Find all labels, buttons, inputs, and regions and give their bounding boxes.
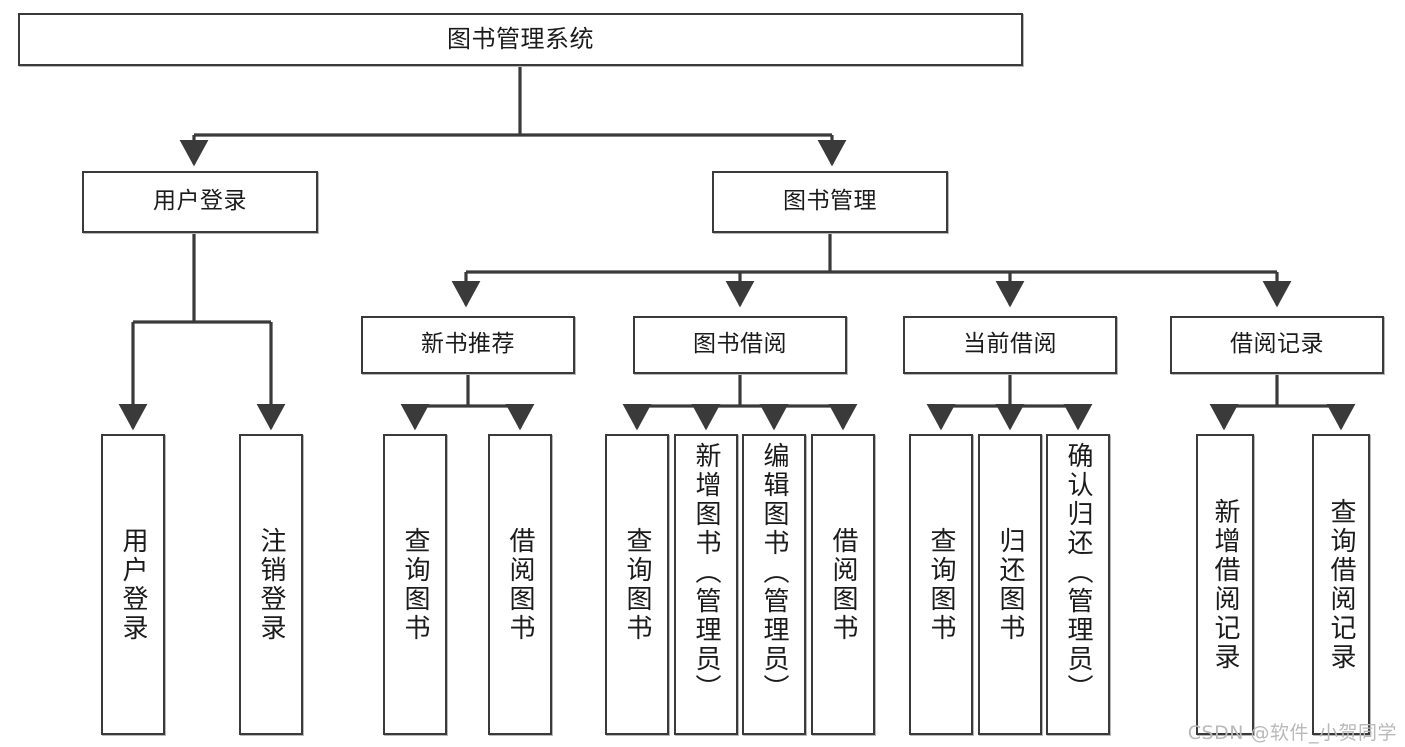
leaf-borrow-add-book-admin[interactable]: 新增图书（管理员） (674, 434, 738, 735)
leaf-borrow-borrow-book[interactable]: 借阅图书 (811, 434, 875, 735)
node-label: 查询图书 (622, 526, 652, 643)
node-label: 新增借阅记录 (1210, 497, 1240, 672)
node-label: 图书管理系统 (447, 25, 594, 54)
node-label: 用户登录 (153, 188, 247, 215)
node-label: 查询借阅记录 (1326, 497, 1356, 672)
node-label: 注销登录 (256, 526, 286, 643)
leaf-user-login-signin[interactable]: 用户登录 (101, 434, 165, 735)
leaf-borrow-edit-book-admin[interactable]: 编辑图书（管理员） (742, 434, 806, 735)
node-user-login[interactable]: 用户登录 (82, 171, 318, 233)
leaf-user-login-signout[interactable]: 注销登录 (239, 434, 303, 735)
node-label: 确认归还（管理员） (1063, 442, 1093, 703)
node-label: 用户登录 (118, 526, 148, 643)
node-book-management[interactable]: 图书管理 (712, 171, 948, 233)
node-book-borrow[interactable]: 图书借阅 (633, 316, 847, 374)
node-label: 图书管理 (783, 188, 877, 215)
node-label: 查询图书 (400, 526, 430, 643)
leaf-borrow-query-book[interactable]: 查询图书 (605, 434, 669, 735)
node-label: 查询图书 (926, 526, 956, 643)
leaf-recommend-query-book[interactable]: 查询图书 (383, 434, 447, 735)
leaf-current-confirm-return-admin[interactable]: 确认归还（管理员） (1046, 434, 1110, 735)
node-label: 借阅记录 (1230, 331, 1324, 358)
node-label: 归还图书 (995, 526, 1025, 643)
node-label: 图书借阅 (693, 331, 787, 358)
node-label: 借阅图书 (828, 526, 858, 643)
node-label: 编辑图书（管理员） (759, 442, 789, 703)
leaf-recommend-borrow-book[interactable]: 借阅图书 (488, 434, 552, 735)
leaf-current-query-book[interactable]: 查询图书 (909, 434, 973, 735)
leaf-records-query-record[interactable]: 查询借阅记录 (1312, 434, 1370, 735)
watermark-text: CSDN @软件_小贺同学 (1187, 722, 1397, 744)
node-label: 新书推荐 (421, 331, 515, 358)
node-borrow-records[interactable]: 借阅记录 (1170, 316, 1384, 374)
node-label: 当前借阅 (963, 331, 1057, 358)
node-current-borrow[interactable]: 当前借阅 (903, 316, 1117, 374)
node-label: 新增图书（管理员） (691, 442, 721, 703)
leaf-current-return-book[interactable]: 归还图书 (978, 434, 1042, 735)
node-new-book-recommend[interactable]: 新书推荐 (361, 316, 575, 374)
node-root-system[interactable]: 图书管理系统 (18, 13, 1023, 66)
leaf-records-add-record[interactable]: 新增借阅记录 (1196, 434, 1254, 735)
node-label: 借阅图书 (505, 526, 535, 643)
